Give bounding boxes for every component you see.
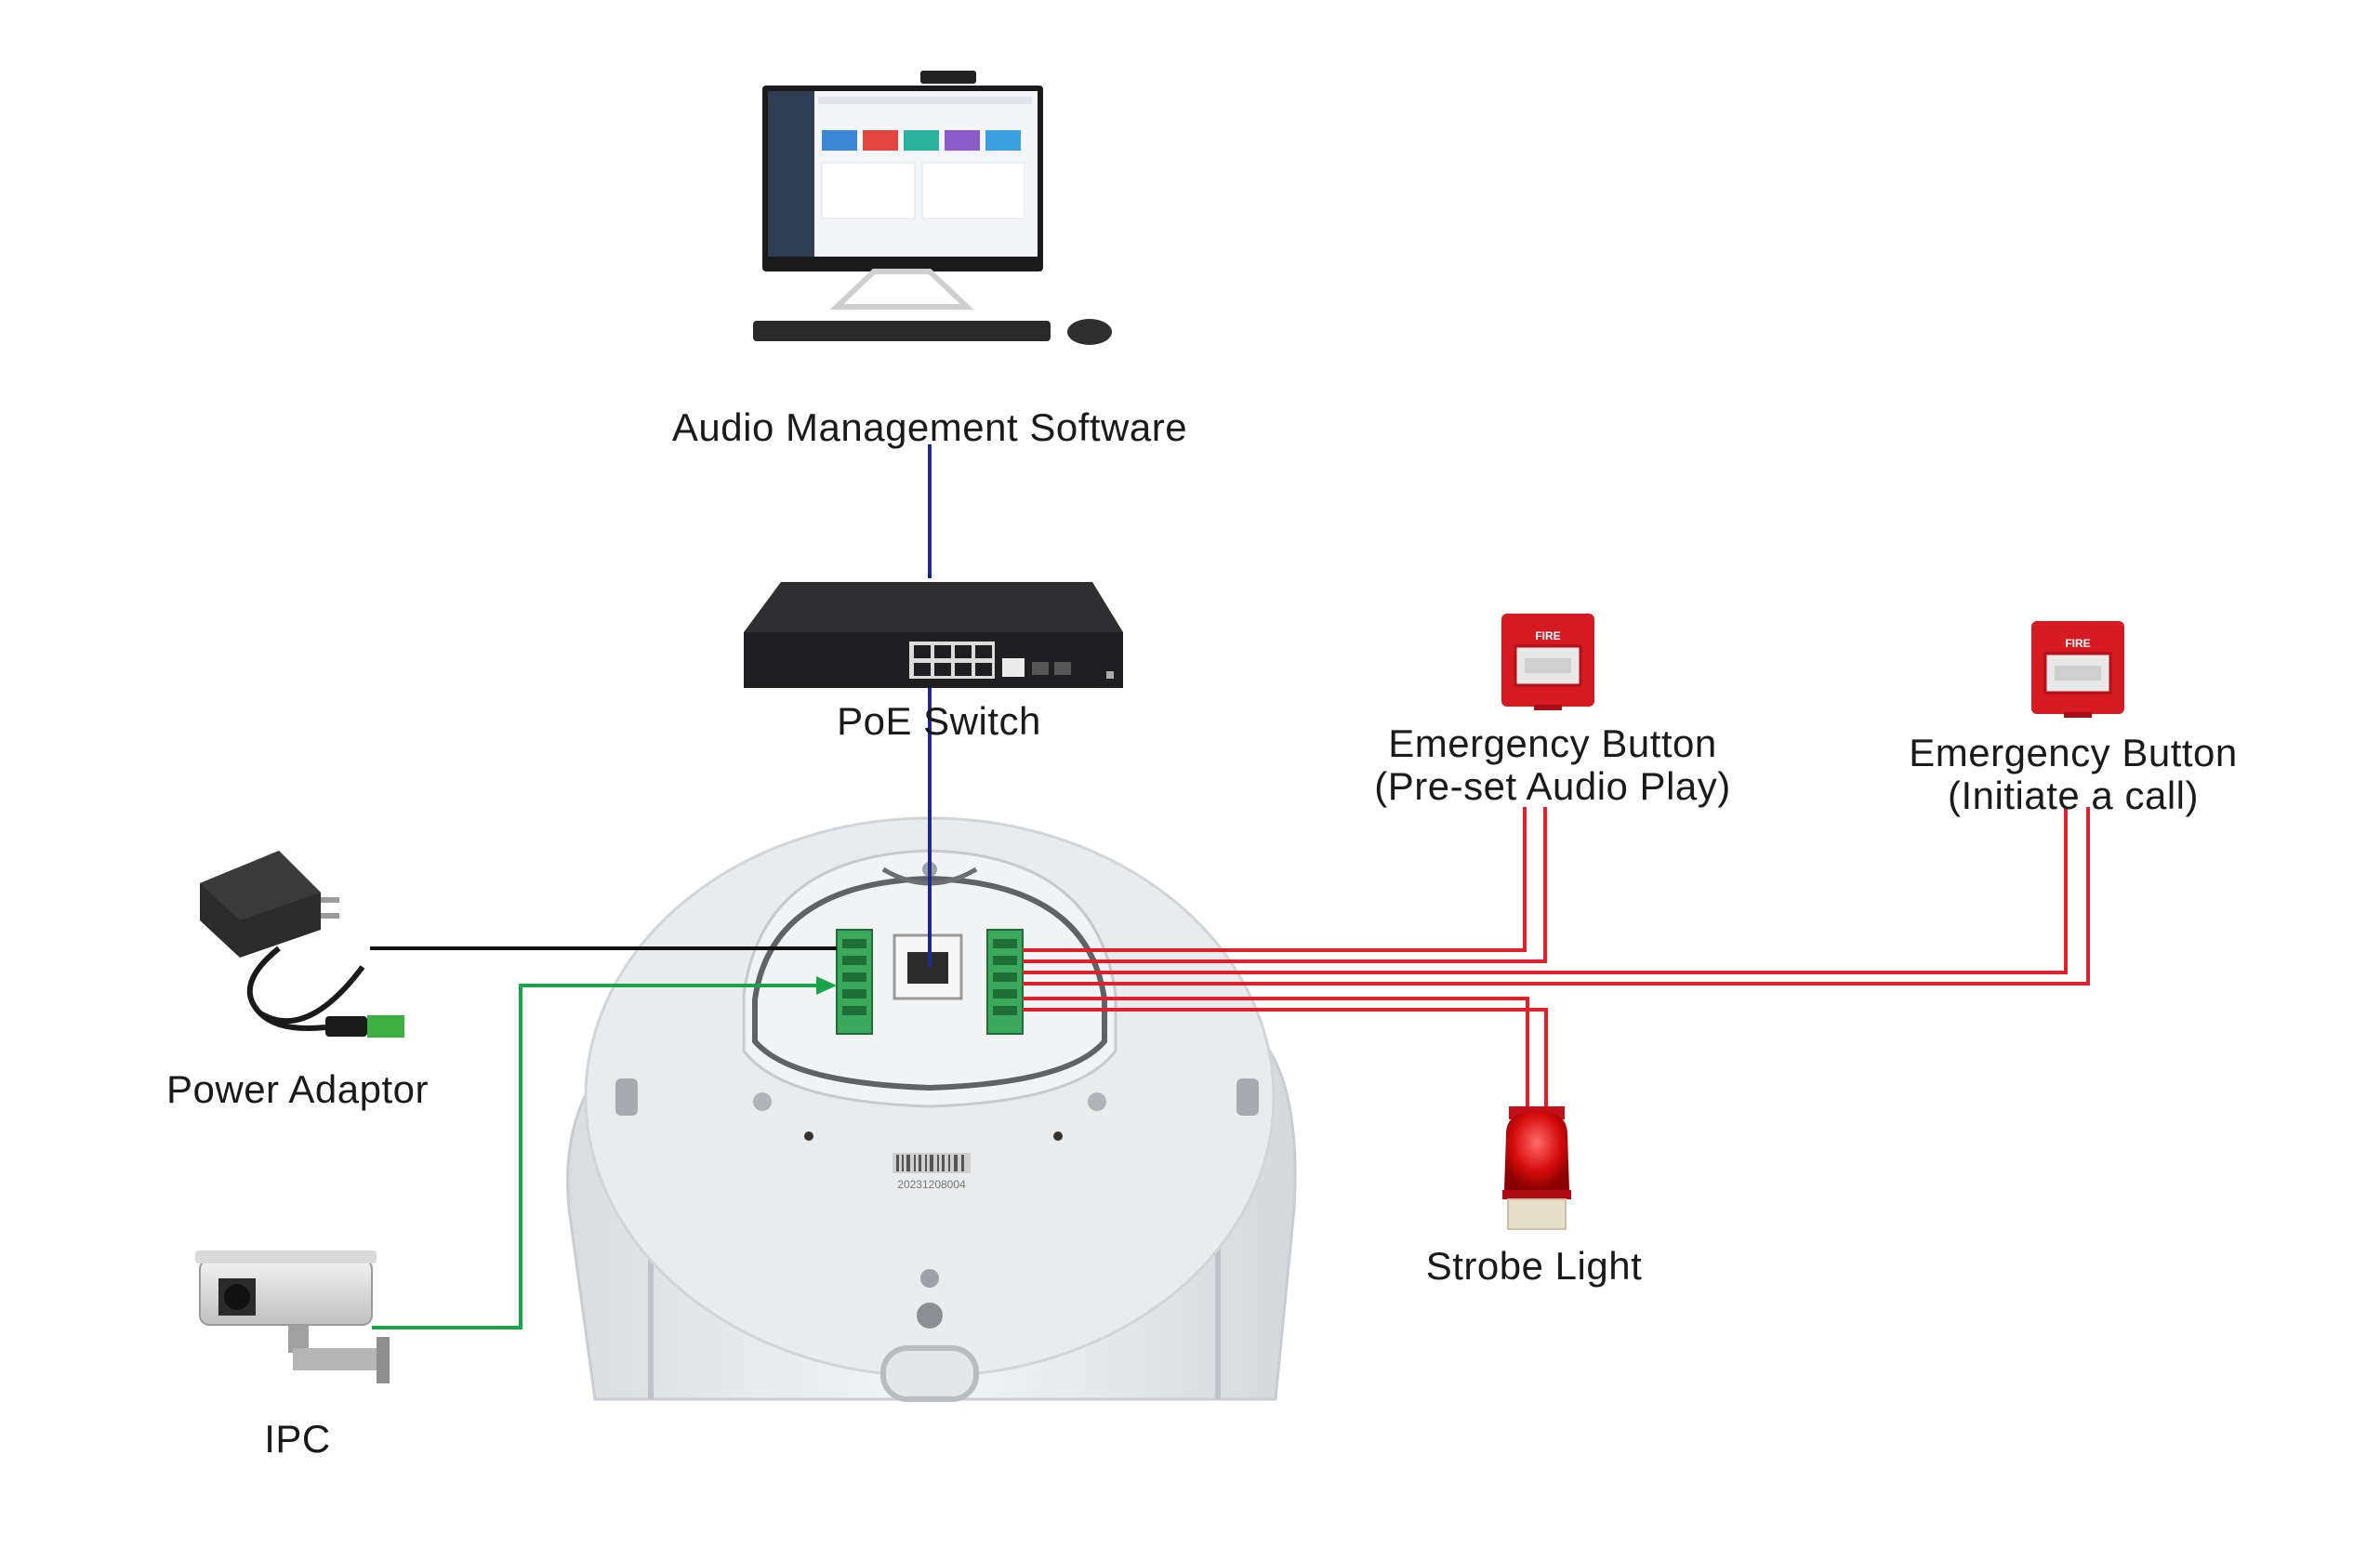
button-caption: FIRE xyxy=(2065,637,2090,650)
emergency-button-call-icon: FIRE xyxy=(2031,621,2124,718)
ipc-camera-icon xyxy=(195,1250,390,1383)
button-caption: FIRE xyxy=(1535,629,1560,642)
emergency-button-preset-subtitle: (Pre-set Audio Play) xyxy=(1374,764,1731,808)
emergency-button-call-title: Emergency Button xyxy=(1909,731,2238,774)
emergency-button-call-subtitle: (Initiate a call) xyxy=(1948,774,2199,817)
poe-switch-device xyxy=(744,582,1123,688)
poe-switch-label: PoE Switch xyxy=(837,699,1041,743)
strobe-light-label: Strobe Light xyxy=(1425,1244,1643,1288)
emergency-button-preset-title: Emergency Button xyxy=(1388,721,1717,765)
serial-number: 20231208004 xyxy=(897,1178,966,1191)
right-terminal-block xyxy=(986,929,1024,1035)
left-terminal-block xyxy=(836,929,873,1035)
emergency-button-preset-icon: FIRE xyxy=(1501,614,1594,710)
power-adaptor-label: Power Adaptor xyxy=(165,1067,429,1111)
video-cable xyxy=(372,976,837,1329)
barcode-sticker: 20231208004 xyxy=(892,1153,971,1191)
alarm-cables xyxy=(1023,807,2090,1106)
speaker-device: 20231208004 xyxy=(566,816,1297,1402)
strobe-light-icon xyxy=(1502,1106,1571,1230)
audio-management-software-label: Audio Management Software xyxy=(671,405,1188,449)
power-adaptor-icon xyxy=(200,851,404,1038)
desktop-computer xyxy=(753,71,1112,345)
ipc-label: IPC xyxy=(264,1417,331,1461)
